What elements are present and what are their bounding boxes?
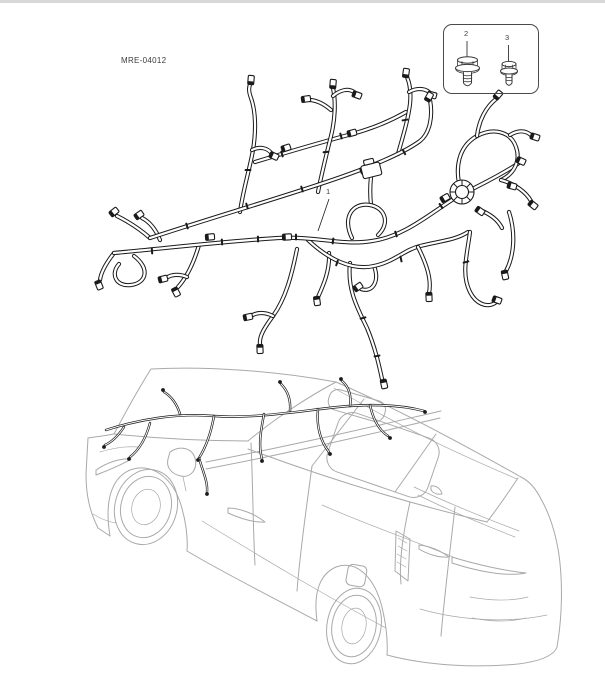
bolt-3-icon [500,45,518,86]
fuel-door [345,563,368,588]
rear-details [345,486,548,622]
callout-3-label: 3 [505,33,510,42]
side-windows [247,387,519,523]
shark-fin-antenna [430,485,443,495]
top-border [0,0,605,3]
grommet-connector [449,179,475,205]
callout-1-leader [317,198,330,232]
callout-1-label: 1 [326,187,331,196]
parts-box [443,24,539,94]
door-lines [201,442,456,637]
cowl-bar [205,410,442,470]
main-harness-art [93,67,541,390]
relay-box [360,157,383,180]
front-wheel [113,468,179,546]
side-mirror [167,447,197,492]
vehicle-body-outline [85,367,562,667]
dash-harness-art [102,377,427,496]
rear-wheel [326,587,382,665]
door-handle-rear [418,544,450,558]
harness-connectors [93,67,541,390]
vehicle-art [85,367,562,667]
door-handle-front [227,507,266,523]
dash-harness-connectors [102,377,427,496]
front-details [92,446,140,524]
sunroof-rear-panel [326,412,440,498]
callout-2-label: 2 [464,29,469,38]
bolt-2-icon [455,41,480,87]
sunroof-front-panel [327,389,387,422]
figure-code-label: MRE-04012 [121,56,167,65]
